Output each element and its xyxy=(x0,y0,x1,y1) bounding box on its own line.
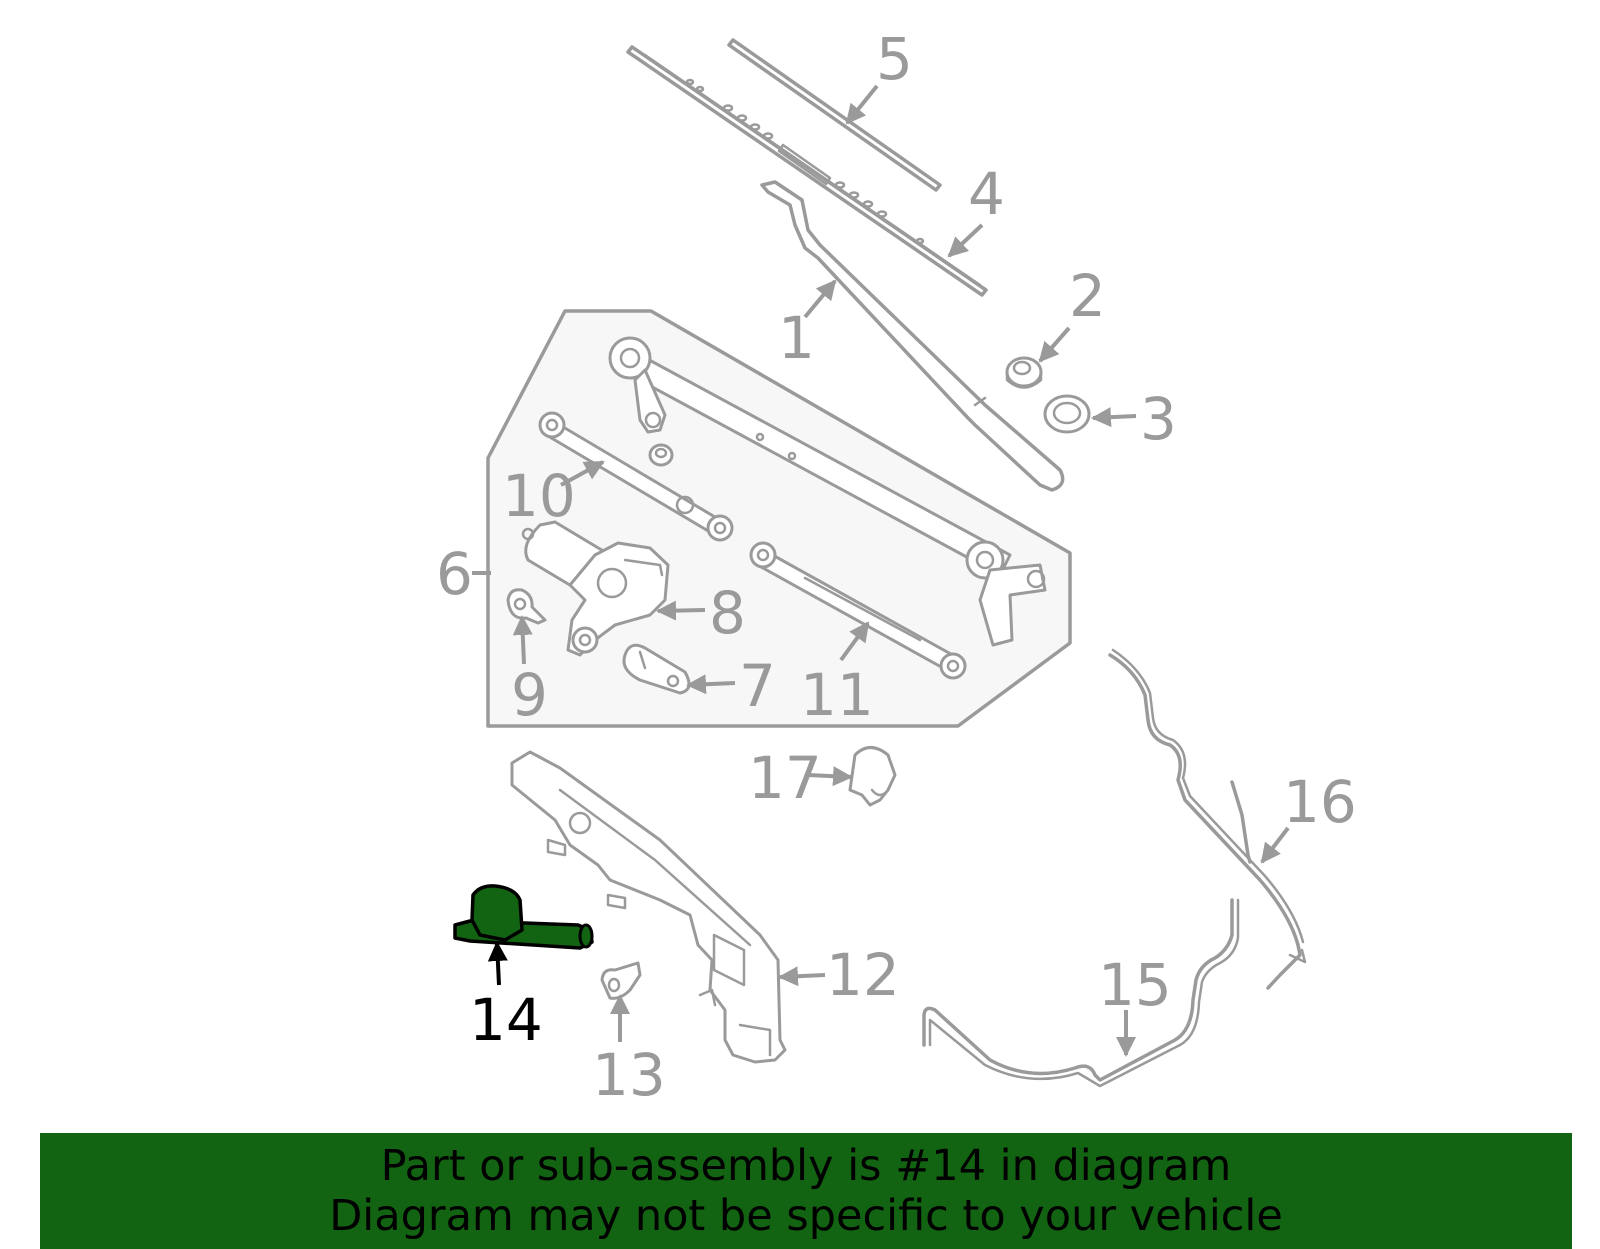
part-14-washer-pump[interactable] xyxy=(453,884,594,950)
callout-4[interactable]: 4 xyxy=(968,160,1005,228)
part-16-washer-hose[interactable] xyxy=(1108,648,1307,990)
info-banner: Part or sub-assembly is #14 in diagram D… xyxy=(40,1133,1572,1249)
callout-15[interactable]: 15 xyxy=(1098,951,1172,1019)
part-2-nut[interactable] xyxy=(1005,356,1043,389)
part-4-wiper-blade[interactable] xyxy=(626,45,988,297)
parts-diagram: 5 4 1 2 3 10 6 8 9 7 11 17 12 13 15 16 1… xyxy=(436,25,1357,1109)
part-1-wiper-arm[interactable] xyxy=(760,180,1065,492)
callout-labels: 5 4 1 2 3 10 6 8 9 7 11 17 12 13 15 16 1… xyxy=(436,25,1357,1109)
callout-6[interactable]: 6 xyxy=(436,540,473,608)
callout-9[interactable]: 9 xyxy=(511,661,548,729)
callout-14[interactable]: 14 xyxy=(469,986,543,1054)
callout-1[interactable]: 1 xyxy=(778,304,815,372)
part-12-washer-reservoir[interactable] xyxy=(510,750,787,1064)
callout-8[interactable]: 8 xyxy=(709,579,746,647)
part-10-link-rod[interactable] xyxy=(538,411,734,542)
part-3-washer[interactable] xyxy=(1043,394,1091,434)
callout-2[interactable]: 2 xyxy=(1069,262,1106,330)
callout-11[interactable]: 11 xyxy=(800,661,874,729)
linkage-bar xyxy=(608,336,1047,647)
part-5-blade-refill[interactable] xyxy=(727,38,942,192)
part-15-washer-hose[interactable] xyxy=(922,898,1240,1088)
callout-3[interactable]: 3 xyxy=(1140,385,1177,453)
callout-10[interactable]: 10 xyxy=(502,462,576,530)
callout-7[interactable]: 7 xyxy=(739,652,776,720)
part-17-cap[interactable] xyxy=(848,746,897,807)
part-6-linkage-panel[interactable] xyxy=(486,309,1072,728)
callout-13[interactable]: 13 xyxy=(592,1041,666,1109)
banner-line-2: Diagram may not be specific to your vehi… xyxy=(329,1191,1283,1241)
part-8-wiper-motor[interactable] xyxy=(521,520,670,657)
callout-12[interactable]: 12 xyxy=(826,941,900,1009)
grommet xyxy=(648,443,674,467)
part-11-link-rod[interactable] xyxy=(749,541,967,680)
callout-17[interactable]: 17 xyxy=(748,744,822,812)
leader-arrows xyxy=(472,84,1290,1057)
callout-5[interactable]: 5 xyxy=(876,25,913,93)
banner-line-1: Part or sub-assembly is #14 in diagram xyxy=(380,1141,1232,1191)
part-13-clip[interactable] xyxy=(600,961,642,1000)
callout-16[interactable]: 16 xyxy=(1283,768,1357,836)
